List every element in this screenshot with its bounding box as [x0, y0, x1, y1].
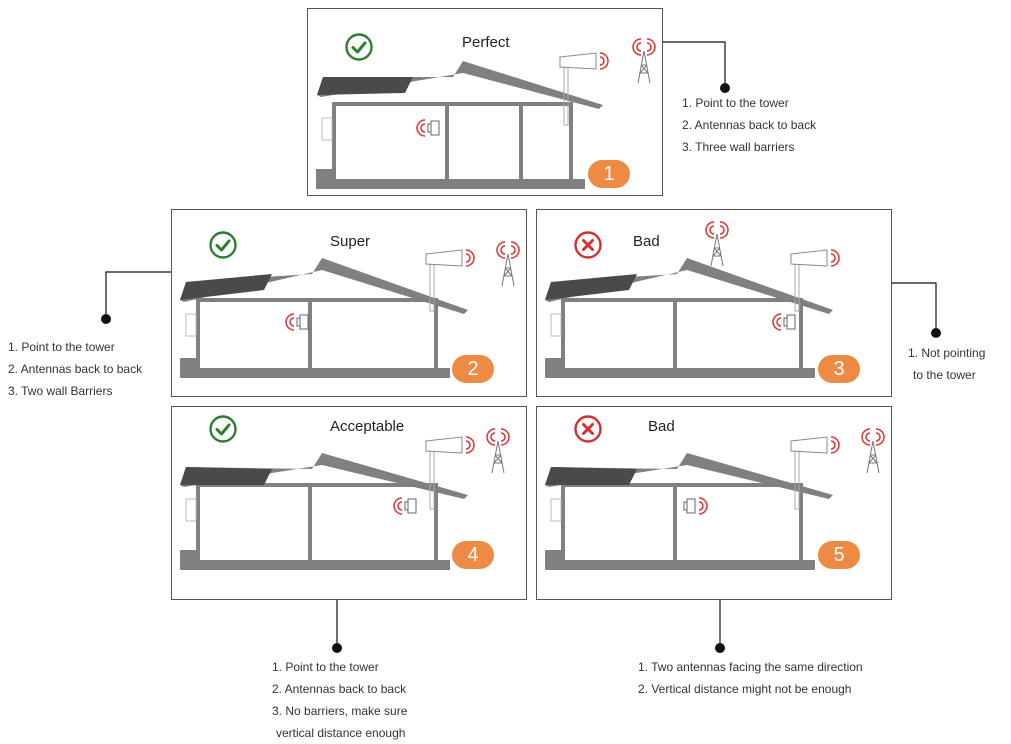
house-illustration	[180, 241, 520, 378]
house-walls	[196, 298, 438, 372]
panel-1-title: Perfect	[462, 34, 510, 51]
house-wall-divider	[445, 104, 449, 181]
house-walls	[332, 102, 573, 183]
check-icon	[345, 33, 373, 61]
panel-4-number-badge: 4	[452, 541, 494, 569]
note-line: vertical distance enough	[276, 726, 406, 740]
house-walls	[561, 298, 803, 372]
house-walls	[196, 483, 438, 564]
indoor-antenna-icon	[683, 497, 708, 515]
panel-2-number-badge: 2	[452, 355, 494, 383]
house-wall-divider	[519, 104, 523, 181]
solar-panel	[545, 274, 637, 300]
window-icon	[185, 313, 197, 337]
note-line: to the tower	[913, 368, 976, 382]
solar-panel	[180, 274, 272, 300]
outdoor-antenna-icon	[790, 249, 840, 312]
house-floor	[180, 560, 450, 570]
note-line: 1. Not pointing	[908, 346, 986, 360]
note-line: 2. Antennas back to back	[8, 362, 143, 376]
cell-tower-icon	[486, 428, 510, 474]
house-floor	[180, 368, 450, 378]
house-walls	[561, 483, 803, 564]
house-illustration	[316, 38, 656, 189]
note-panel-1: 1. Point to the tower 2. Antennas back t…	[682, 92, 816, 158]
window-icon	[550, 498, 562, 522]
house-structure	[180, 483, 450, 570]
outdoor-antenna-icon	[559, 52, 609, 126]
panel-3-title: Bad	[633, 233, 660, 250]
house-illustration	[180, 428, 510, 570]
solar-panel	[545, 467, 637, 485]
cell-tower-icon	[705, 221, 729, 267]
outdoor-antenna-icon	[790, 436, 840, 510]
house-wall-divider	[673, 485, 677, 562]
note-line: 3. No barriers, make sure	[272, 704, 408, 718]
indoor-antenna-icon	[285, 313, 309, 331]
indoor-antenna-icon	[393, 497, 417, 515]
note-line: 1. Two antennas facing the same directio…	[638, 660, 863, 674]
panel-3-number-badge: 3	[818, 355, 860, 383]
note-line: 3. Two wall Barriers	[8, 384, 113, 398]
house-illustration	[545, 221, 840, 378]
note-line: 1. Point to the tower	[8, 340, 115, 354]
solar-panel	[317, 77, 413, 95]
note-line: 3. Three wall barriers	[682, 140, 795, 154]
house-wall-divider	[673, 300, 677, 370]
indoor-antenna-icon	[772, 313, 796, 331]
cell-tower-icon	[496, 241, 520, 287]
indoor-antenna-icon	[416, 119, 440, 137]
window-icon	[550, 313, 562, 337]
check-icon	[209, 231, 237, 259]
note-line: 2. Vertical distance might not be enough	[638, 682, 852, 696]
solar-panel	[180, 467, 272, 485]
cross-icon	[574, 231, 602, 259]
note-panel-4: 1. Point to the tower 2. Antennas back t…	[272, 656, 407, 744]
house-structure	[545, 483, 815, 570]
outdoor-antenna-icon	[425, 436, 475, 510]
house-wall-divider	[308, 300, 312, 370]
house-structure	[316, 102, 585, 189]
house-floor	[316, 179, 585, 189]
window-icon	[185, 498, 197, 522]
house-structure	[545, 298, 815, 378]
panel-1-number-badge: 1	[588, 160, 630, 188]
house-structure	[180, 298, 450, 378]
house-floor	[545, 368, 815, 378]
cross-icon	[574, 415, 602, 443]
note-panel-3: 1. Not pointing to the tower	[908, 342, 985, 386]
scenario-panel-3	[536, 209, 892, 397]
note-line: 1. Point to the tower	[272, 660, 379, 674]
panel-4-title: Acceptable	[330, 418, 405, 435]
panel-5-title: Bad	[648, 418, 675, 435]
cell-tower-icon	[861, 428, 885, 474]
panel-5-number-badge: 5	[818, 541, 860, 569]
house-wall-divider	[308, 485, 312, 562]
window-icon	[321, 117, 333, 141]
check-icon	[209, 415, 237, 443]
cell-tower-icon	[632, 38, 656, 84]
note-line: 1. Point to the tower	[682, 96, 789, 110]
outdoor-antenna-icon	[425, 249, 475, 312]
note-line: 2. Antennas back to back	[272, 682, 407, 696]
note-panel-2: 1. Point to the tower 2. Antennas back t…	[8, 336, 142, 402]
house-illustration	[545, 428, 885, 570]
house-floor	[545, 560, 815, 570]
panel-2-title: Super	[330, 233, 371, 250]
note-panel-5: 1. Two antennas facing the same directio…	[638, 656, 863, 700]
note-line: 2. Antennas back to back	[682, 118, 817, 132]
